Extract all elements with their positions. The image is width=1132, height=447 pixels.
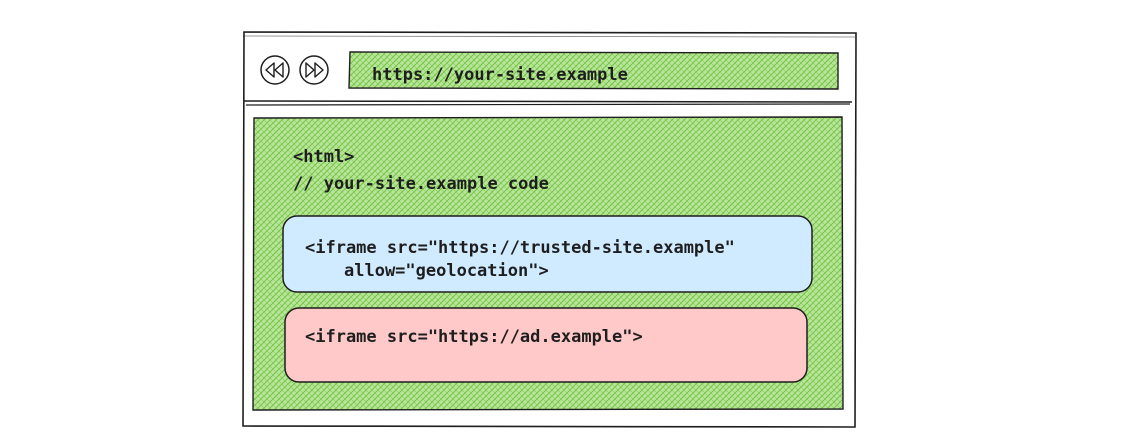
iframe-trusted-allow: allow="geolocation"> [344, 261, 549, 281]
iframe-trusted: <iframe src="https://trusted-site.exampl… [282, 215, 813, 293]
toolbar-divider [243, 100, 853, 106]
address-bar[interactable]: https://your-site.example [348, 51, 839, 90]
back-button[interactable] [260, 55, 290, 85]
iframe-trusted-src: <iframe src="https://trusted-site.exampl… [305, 238, 735, 258]
iframe-ad: <iframe src="https://ad.example"> [284, 307, 808, 383]
address-url: https://your-site.example [372, 65, 628, 85]
fast-forward-icon [305, 62, 324, 78]
code-line-comment: // your-site.example code [293, 174, 549, 194]
forward-button[interactable] [299, 55, 329, 85]
rewind-icon [265, 62, 284, 78]
code-line-html: <html> [293, 147, 354, 167]
iframe-ad-src: <iframe src="https://ad.example"> [305, 327, 643, 347]
